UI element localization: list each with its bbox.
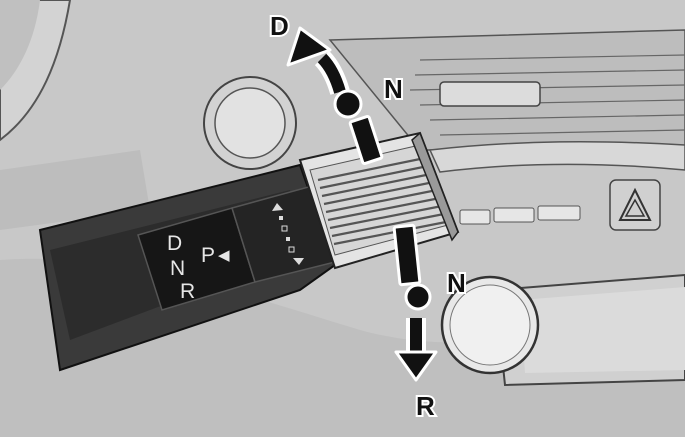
- hazard-button: [609, 179, 661, 231]
- air-vent-slats: [409, 54, 685, 136]
- display-letter-d: D: [167, 232, 182, 255]
- shift-down-arrow: [394, 318, 438, 382]
- vent-control-tab: [439, 81, 541, 107]
- display-park-indicator: ◀: [218, 247, 230, 264]
- dial-knurling: [317, 156, 447, 246]
- shift-up-bar: [348, 115, 384, 165]
- label-neutral-upper: N: [384, 74, 403, 104]
- neutral-detent-upper: [333, 89, 363, 119]
- dial-end-cap: [411, 131, 459, 242]
- hazard-triangle-icon: [618, 187, 652, 221]
- dashboard-trim-strip: [428, 140, 685, 173]
- display-letter-r: R: [180, 280, 195, 303]
- label-neutral-lower: N: [447, 268, 466, 298]
- display-letter-n: N: [170, 257, 185, 280]
- volume-knob-face: [449, 284, 531, 366]
- display-letter-p: P: [201, 244, 215, 267]
- center-display-glass: [520, 287, 685, 373]
- steering-wheel-inner: [0, 0, 40, 90]
- shift-up-arrow: [286, 26, 350, 95]
- round-knob-inner: [214, 87, 286, 159]
- button-row: [459, 205, 581, 225]
- shift-down-bar: [392, 223, 422, 287]
- label-drive: D: [270, 11, 289, 41]
- mode-indicator-dots: [272, 203, 304, 265]
- hazard-triangle-inner-icon: [624, 198, 646, 217]
- dashboard-side-panel: [0, 150, 150, 230]
- label-reverse: R: [416, 391, 435, 421]
- neutral-detent-lower: [404, 283, 432, 311]
